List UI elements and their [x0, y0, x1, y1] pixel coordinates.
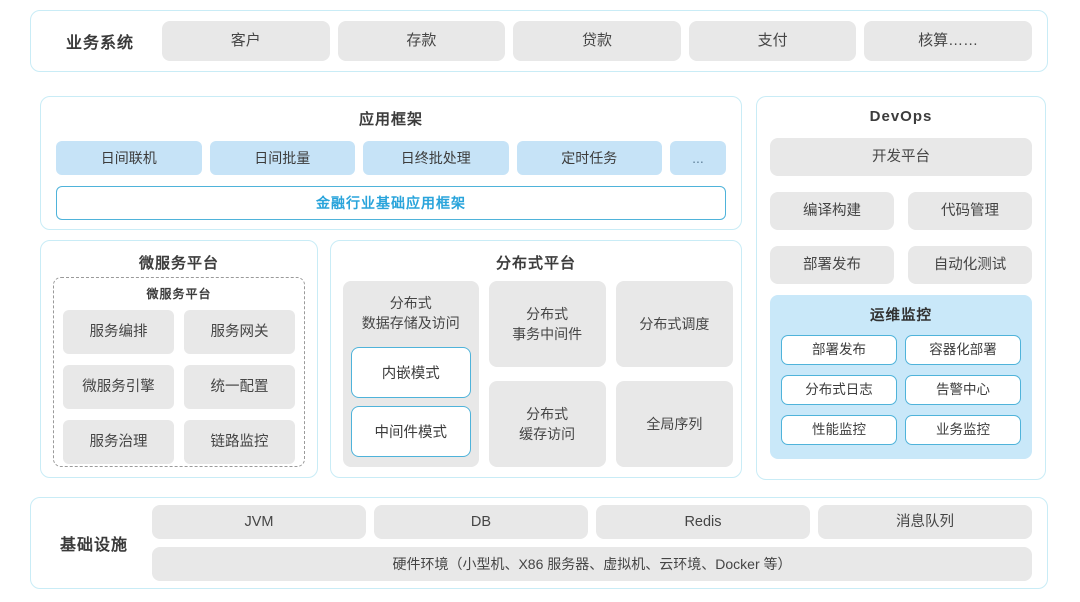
- microservice-inner-box: 微服务平台 服务编排 服务网关 微服务引擎 统一配置 服务治理 链路监控: [53, 277, 305, 467]
- message-queue-box: 消息队列: [818, 505, 1032, 539]
- distributed-cache-access-box: 分布式 缓存访问: [488, 381, 606, 467]
- devops-row-1: 编译构建 代码管理: [770, 192, 1032, 230]
- business-item-accounting: 核算……: [864, 21, 1032, 61]
- distributed-body: 分布式 数据存储及访问 内嵌模式 中间件模式 分布式 事务中间件 分布式 缓存访…: [343, 281, 733, 467]
- app-framework-title: 应用框架: [358, 111, 423, 128]
- microservice-engine-box: 微服务引擎: [63, 365, 174, 409]
- more-ellipsis-box: ...: [670, 141, 726, 175]
- hardware-environment-bar: 硬件环境（小型机、X86 服务器、虚拟机、云环境、Docker 等）: [152, 547, 1032, 581]
- performance-monitoring-box: 性能监控: [781, 415, 897, 445]
- business-item-customer: 客户: [162, 21, 330, 61]
- deploy-release-box: 部署发布: [770, 246, 894, 284]
- microservice-inner-title: 微服务平台: [146, 287, 212, 301]
- compile-build-box: 编译构建: [770, 192, 894, 230]
- app-framework-panel: 应用框架 日间联机 日间批量 日终批处理 定时任务 ... 金融行业基础应用框架: [40, 96, 742, 230]
- infrastructure-body: JVM DB Redis 消息队列 硬件环境（小型机、X86 服务器、虚拟机、云…: [152, 505, 1032, 581]
- financial-base-framework-box: 金融行业基础应用框架: [56, 186, 726, 220]
- alert-center-box: 告警中心: [905, 375, 1021, 405]
- monitor-deploy-release-box: 部署发布: [781, 335, 897, 365]
- business-item-payment: 支付: [688, 21, 857, 61]
- embedded-mode-box: 内嵌模式: [351, 347, 471, 399]
- middleware-mode-box: 中间件模式: [351, 406, 471, 458]
- infrastructure-row: JVM DB Redis 消息队列: [152, 505, 1032, 539]
- devops-row-2: 部署发布 自动化测试: [770, 246, 1032, 284]
- dev-platform-box: 开发平台: [770, 138, 1032, 176]
- distributed-right-column: 分布式调度 全局序列: [615, 281, 733, 467]
- automated-testing-box: 自动化测试: [908, 246, 1032, 284]
- business-item-loan: 贷款: [513, 21, 681, 61]
- devops-title: DevOps: [869, 108, 933, 125]
- distributed-transaction-middleware-box: 分布式 事务中间件: [488, 281, 606, 367]
- scheduled-task-box: 定时任务: [516, 141, 662, 175]
- code-management-box: 代码管理: [908, 192, 1032, 230]
- jvm-box: JVM: [152, 505, 366, 539]
- service-gateway-box: 服务网关: [184, 310, 295, 354]
- redis-box: Redis: [596, 505, 810, 539]
- unified-config-box: 统一配置: [184, 365, 295, 409]
- distributed-scheduling-box: 分布式调度: [615, 281, 733, 367]
- business-monitoring-box: 业务监控: [905, 415, 1021, 445]
- infrastructure-panel: 基础设施 JVM DB Redis 消息队列 硬件环境（小型机、X86 服务器、…: [30, 497, 1048, 589]
- business-systems-panel: 业务系统 客户 存款 贷款 支付 核算……: [30, 10, 1048, 72]
- ops-monitoring-title: 运维监控: [870, 308, 932, 324]
- devops-panel: DevOps 开发平台 编译构建 代码管理 部署发布 自动化测试 运维监控 部署…: [756, 96, 1046, 480]
- microservice-grid: 服务编排 服务网关 微服务引擎 统一配置 服务治理 链路监控: [63, 310, 295, 464]
- global-sequence-box: 全局序列: [615, 381, 733, 467]
- business-item-deposit: 存款: [337, 21, 506, 61]
- app-framework-items-row: 日间联机 日间批量 日终批处理 定时任务 ...: [41, 141, 741, 175]
- distributed-logging-box: 分布式日志: [781, 375, 897, 405]
- microservice-platform-panel: 微服务平台 微服务平台 服务编排 服务网关 微服务引擎 统一配置 服务治理 链路…: [40, 240, 318, 478]
- service-governance-box: 服务治理: [63, 420, 174, 464]
- daytime-batch-box: 日间批量: [209, 141, 355, 175]
- db-box: DB: [374, 505, 588, 539]
- microservice-platform-title: 微服务平台: [138, 255, 219, 272]
- eod-batch-box: 日终批处理: [363, 141, 509, 175]
- distributed-storage-box: 分布式 数据存储及访问 内嵌模式 中间件模式: [343, 281, 479, 467]
- business-systems-label: 业务系统: [65, 35, 134, 52]
- containerized-deployment-box: 容器化部署: [905, 335, 1021, 365]
- daytime-online-box: 日间联机: [56, 141, 202, 175]
- distributed-platform-panel: 分布式平台 分布式 数据存储及访问 内嵌模式 中间件模式 分布式 事务中间件 分…: [330, 240, 742, 478]
- distributed-storage-title: 分布式 数据存储及访问: [361, 295, 460, 331]
- ops-monitoring-grid: 部署发布 容器化部署 分布式日志 告警中心 性能监控 业务监控: [781, 335, 1021, 445]
- distributed-middle-column: 分布式 事务中间件 分布式 缓存访问: [488, 281, 606, 467]
- service-orchestration-box: 服务编排: [63, 310, 174, 354]
- ops-monitoring-panel: 运维监控 部署发布 容器化部署 分布式日志 告警中心 性能监控 业务监控: [770, 295, 1032, 459]
- infrastructure-label: 基础设施: [59, 537, 128, 554]
- distributed-platform-title: 分布式平台: [495, 255, 576, 272]
- trace-monitoring-box: 链路监控: [184, 420, 295, 464]
